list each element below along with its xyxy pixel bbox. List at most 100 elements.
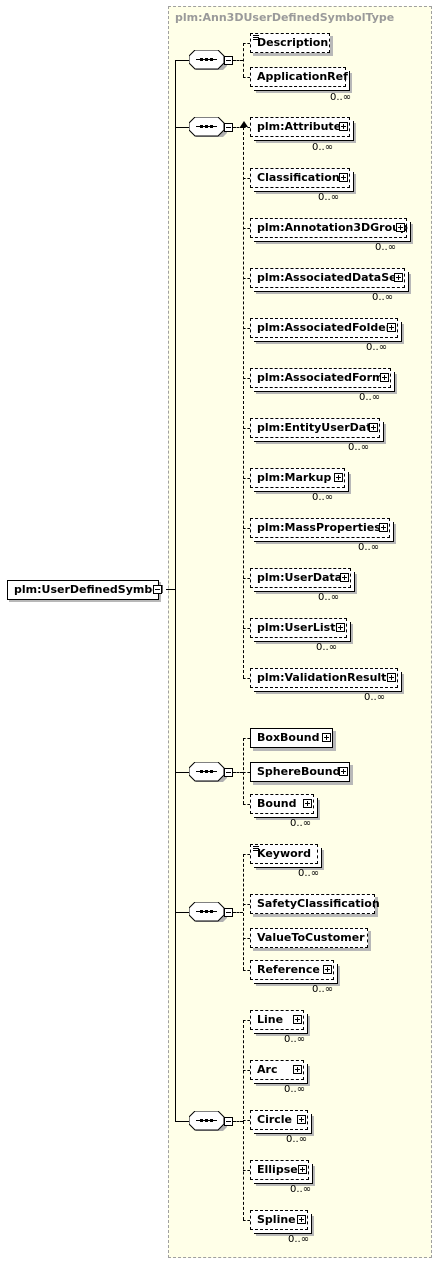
sequence-branch [233, 60, 243, 61]
expand-plus-icon[interactable] [322, 733, 331, 742]
expand-plus-icon[interactable] [339, 767, 348, 776]
sequence-collapse-icon[interactable] [224, 56, 233, 65]
element-label: Description [257, 36, 329, 49]
element-box[interactable]: ValueToCustomer [250, 928, 368, 948]
element-connector [243, 278, 250, 279]
element-box[interactable]: Description [250, 33, 330, 53]
element-label: Line [257, 1013, 284, 1026]
element-box[interactable]: plm:EntityUserData [250, 418, 380, 438]
cardinality-label: 0..∞ [348, 442, 370, 453]
expand-plus-icon[interactable] [293, 1015, 302, 1024]
expand-plus-icon[interactable] [380, 373, 389, 382]
expand-plus-icon[interactable] [336, 623, 345, 632]
expand-plus-icon[interactable] [334, 473, 343, 482]
element-label: plm:EntityUserData [257, 421, 379, 434]
cardinality-label: 0..∞ [286, 1134, 308, 1145]
element-box[interactable]: Circle [250, 1110, 308, 1130]
expand-plus-icon[interactable] [339, 173, 348, 182]
expand-plus-icon[interactable] [369, 423, 378, 432]
element-connector [243, 378, 250, 379]
element-connector [243, 938, 250, 939]
element-box[interactable]: Arc [250, 1060, 304, 1080]
element-label: Classification [257, 171, 340, 184]
element-box[interactable]: plm:Markup [250, 468, 345, 488]
cardinality-label: 0..∞ [312, 492, 334, 503]
expand-plus-icon[interactable] [340, 573, 349, 582]
element-label: Ellipse [257, 1163, 298, 1176]
element-connector [243, 328, 250, 329]
sequence-collapse-icon[interactable] [224, 123, 233, 132]
expand-plus-icon[interactable] [293, 1065, 302, 1074]
sequence-branch [233, 772, 243, 773]
element-connector [243, 1220, 250, 1221]
element-connector [243, 428, 250, 429]
cardinality-label: 0..∞ [375, 242, 397, 253]
element-box[interactable]: SphereBound [250, 762, 350, 782]
element-connector [243, 578, 250, 579]
expand-plus-icon[interactable] [387, 323, 396, 332]
element-box[interactable]: Reference [250, 960, 334, 980]
element-box[interactable]: plm:AssociatedFolder [250, 318, 398, 338]
element-box[interactable]: plm:AssociatedForm [250, 368, 391, 388]
sequence-connector [175, 1121, 189, 1122]
cardinality-label: 0..∞ [284, 1084, 306, 1095]
expand-plus-icon[interactable] [323, 965, 332, 974]
sequence-spine [243, 854, 244, 970]
cardinality-label: 0..∞ [318, 592, 340, 603]
element-label: BoxBound [257, 731, 320, 744]
root-collapse-icon[interactable] [153, 585, 162, 594]
element-connector [243, 228, 250, 229]
expand-plus-icon[interactable] [394, 273, 403, 282]
cardinality-label: 0..∞ [284, 1034, 306, 1045]
root-connector [166, 589, 175, 590]
root-element[interactable]: plm:UserDefinedSymbol [7, 580, 164, 600]
element-box[interactable]: plm:Annotation3DGroup [250, 218, 408, 238]
sequence-collapse-icon[interactable] [224, 768, 233, 777]
element-box[interactable]: Classification [250, 168, 350, 188]
element-connector [243, 628, 250, 629]
sequence-connector [175, 772, 189, 773]
expand-plus-icon[interactable] [297, 1215, 306, 1224]
element-connector [243, 478, 250, 479]
element-box[interactable]: ApplicationRef [250, 67, 348, 87]
expand-plus-icon[interactable] [379, 523, 388, 532]
element-box[interactable]: plm:MassProperties [250, 518, 390, 538]
element-box[interactable]: Line [250, 1010, 304, 1030]
sequence-collapse-icon[interactable] [224, 908, 233, 917]
element-box[interactable]: plm:UserList [250, 618, 347, 638]
sequence-branch [233, 127, 243, 128]
element-connector [243, 904, 250, 905]
sequence-compositor-icon [189, 1111, 227, 1131]
expand-plus-icon[interactable] [297, 1115, 306, 1124]
sequence-spine [243, 738, 244, 804]
expand-plus-icon[interactable] [387, 673, 396, 682]
element-connector [243, 854, 250, 855]
element-box[interactable]: Keyword [250, 844, 318, 864]
element-box[interactable]: plm:ValidationResults [250, 668, 398, 688]
element-connector [243, 127, 250, 128]
element-box[interactable]: SafetyClassification [250, 894, 380, 914]
element-box[interactable]: Spline [250, 1210, 308, 1230]
expand-plus-icon[interactable] [339, 122, 348, 131]
element-box[interactable]: BoxBound [250, 728, 333, 748]
sequence-compositor-icon [189, 50, 227, 70]
sequence-compositor-icon [189, 762, 227, 782]
sequence-collapse-icon[interactable] [224, 1117, 233, 1126]
element-box[interactable]: Ellipse [250, 1160, 309, 1180]
element-box[interactable]: Bound [250, 794, 314, 814]
element-connector [243, 528, 250, 529]
element-box[interactable]: plm:Attribute [250, 117, 350, 137]
expand-plus-icon[interactable] [303, 799, 312, 808]
element-connector [243, 43, 250, 44]
element-label: plm:ValidationResults [257, 671, 393, 684]
cardinality-label: 0..∞ [290, 1184, 312, 1195]
expand-plus-icon[interactable] [298, 1165, 307, 1174]
element-label: plm:UserList [257, 621, 336, 634]
element-box[interactable]: plm:AssociatedDataSet [250, 268, 405, 288]
sequence-compositor-icon [189, 117, 227, 137]
sequence-branch [233, 912, 243, 913]
element-label: plm:Annotation3DGroup [257, 221, 408, 234]
element-box[interactable]: plm:UserData [250, 568, 351, 588]
element-label: plm:AssociatedFolder [257, 321, 392, 334]
expand-plus-icon[interactable] [396, 223, 405, 232]
